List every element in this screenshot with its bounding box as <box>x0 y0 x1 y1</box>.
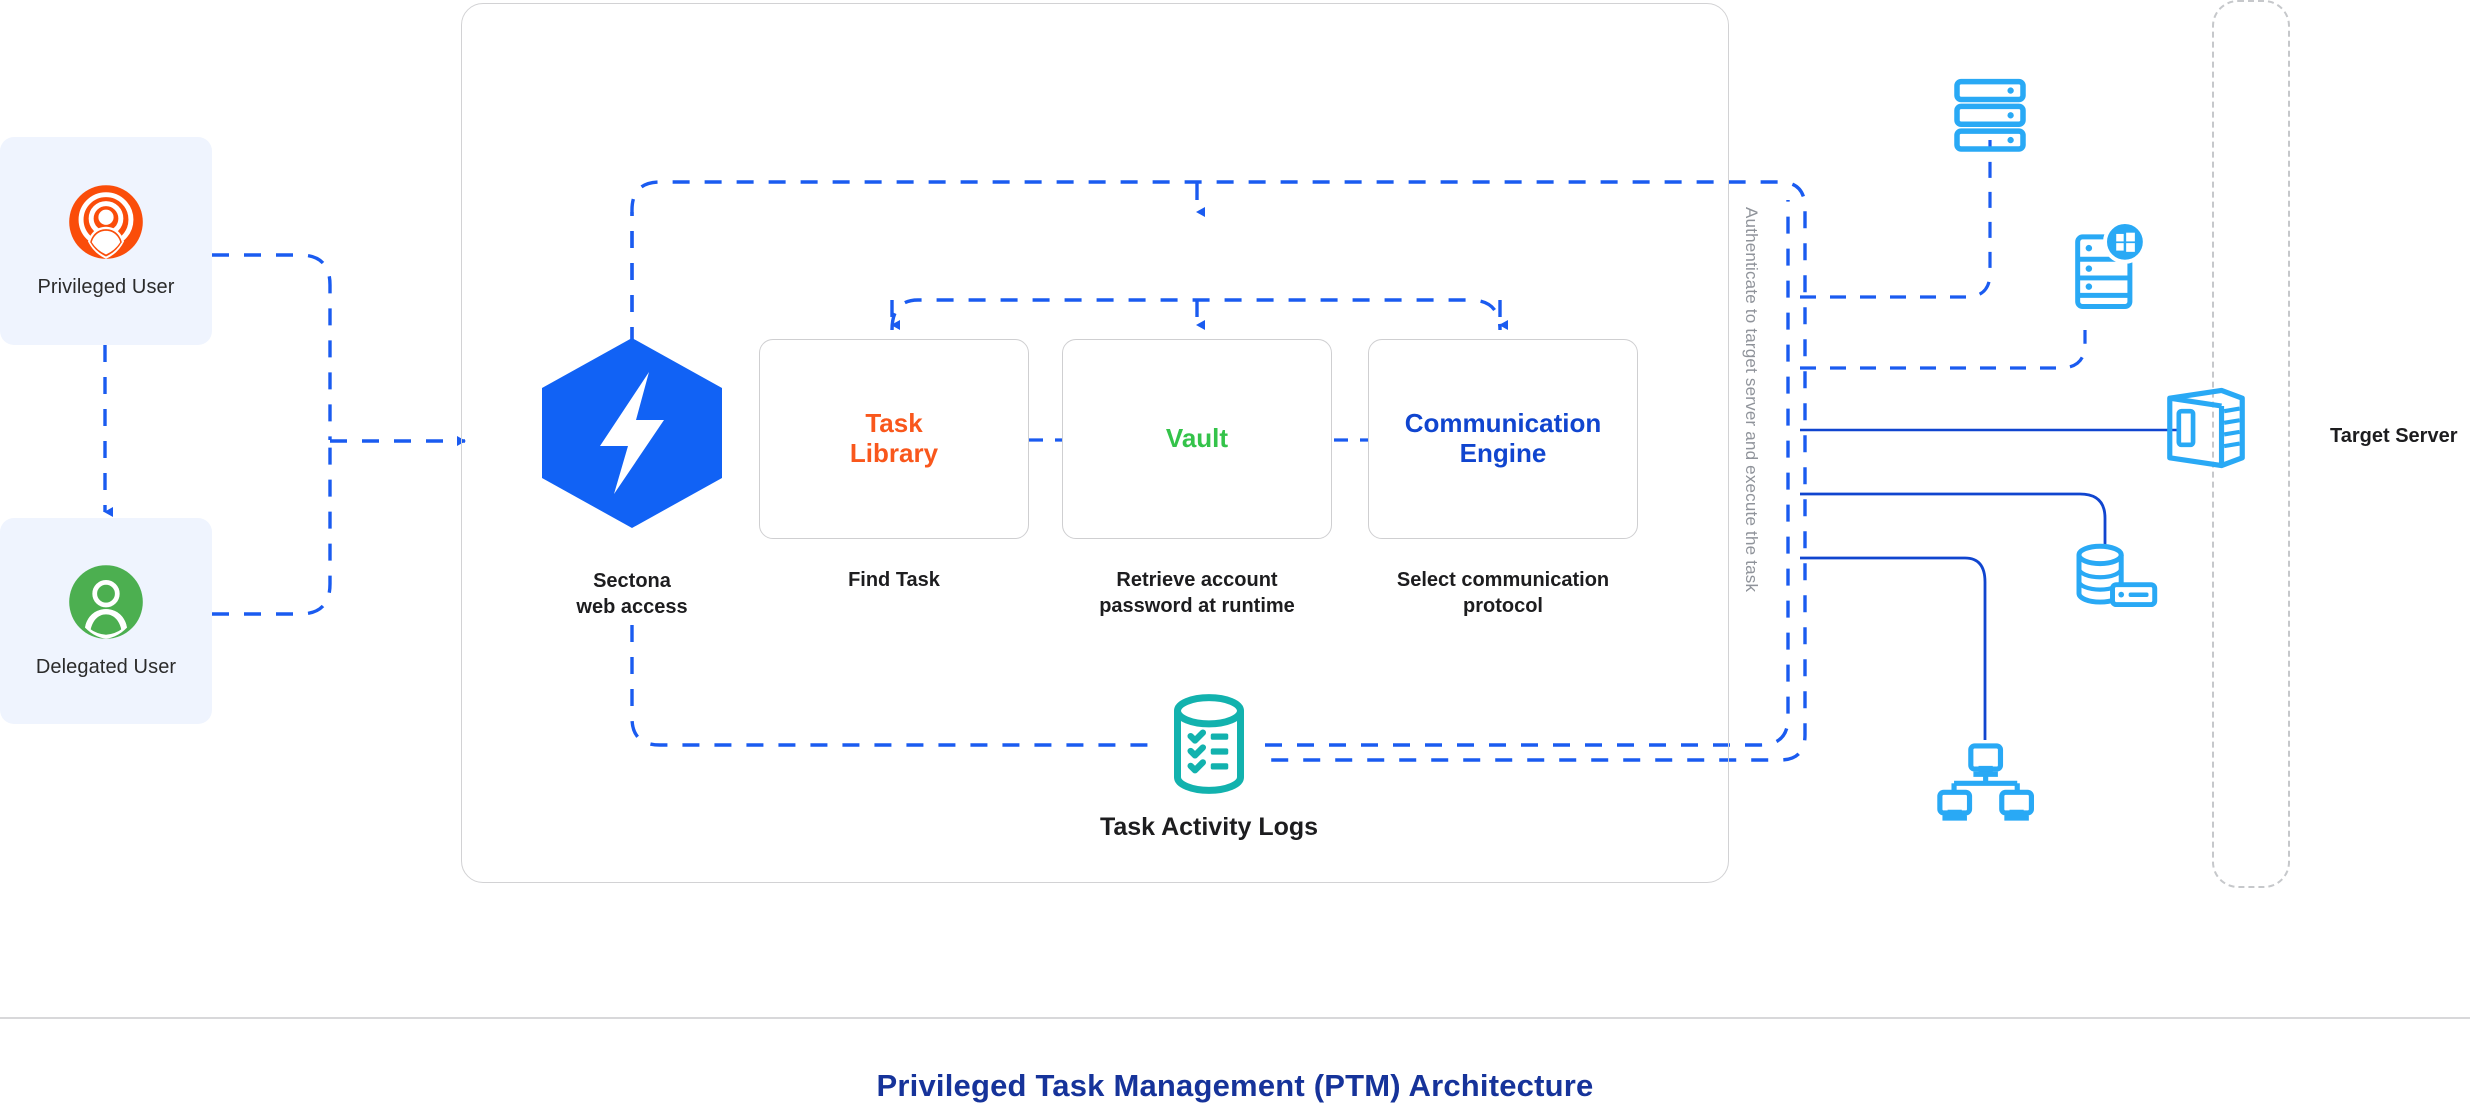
comm-engine-title-line2: Engine <box>1459 438 1547 468</box>
comm-engine-title-line1: Communication <box>1404 408 1602 439</box>
communication-engine-caption: Select communication protocol <box>1343 568 1663 619</box>
task-library-title: Task Library <box>849 408 939 469</box>
footer-divider <box>0 1017 2470 1019</box>
task-library-title-line2: Library <box>849 438 939 468</box>
task-library-box[interactable]: Task Library <box>759 339 1029 539</box>
database-server-icon[interactable] <box>2070 540 2160 612</box>
sectona-caption-line1: Sectona <box>593 570 671 592</box>
database-checklist-icon <box>1174 694 1244 794</box>
privileged-user-icon <box>69 184 143 259</box>
connector-to-database-server <box>1800 492 2107 545</box>
vault-caption-line2: password at runtime <box>1099 594 1295 617</box>
delegated-user-card[interactable]: Delegated User <box>0 518 212 724</box>
communication-engine-box[interactable]: Communication Engine <box>1368 339 1638 539</box>
sectona-hub-caption: Sectona web access <box>502 568 762 620</box>
network-devices-icon[interactable] <box>1936 742 2034 822</box>
comm-engine-caption-line1: Select communication <box>1396 569 1610 591</box>
page-title: Privileged Task Management (PTM) Archite… <box>876 1068 1594 1103</box>
connector-to-windows-server <box>1800 330 2087 370</box>
privileged-user-label: Privileged User <box>37 275 175 298</box>
sectona-hub[interactable] <box>542 338 722 528</box>
connector-delegated-to-bus <box>212 440 332 616</box>
task-activity-logs-node[interactable] <box>1153 688 1265 800</box>
connector-privileged-to-bus <box>212 253 332 440</box>
target-server-boundary <box>2212 0 2290 888</box>
sectona-caption-line2: web access <box>576 596 688 618</box>
connector-to-server-rack <box>1800 140 1992 299</box>
vault-box[interactable]: Vault <box>1062 339 1332 539</box>
delegated-user-label: Delegated User <box>35 655 177 678</box>
target-server-label: Target Server <box>2330 425 2458 447</box>
delegated-user-icon <box>69 564 143 639</box>
windows-server-icon[interactable] <box>2070 222 2150 314</box>
vault-title: Vault <box>1165 423 1229 454</box>
tower-server-icon[interactable] <box>2162 380 2250 476</box>
task-library-title-line1: Task <box>865 408 923 439</box>
comm-engine-caption-line2: protocol <box>1463 594 1543 617</box>
sectona-hex-logo <box>542 338 722 528</box>
connector-to-network-devices <box>1800 556 1987 740</box>
task-activity-logs-label: Task Activity Logs <box>1099 813 1319 841</box>
vault-caption-line1: Retrieve account <box>1116 569 1278 591</box>
privileged-user-card[interactable]: Privileged User <box>0 137 212 345</box>
ptm-platform-container <box>461 3 1729 883</box>
task-library-caption: Find Task <box>734 568 1054 594</box>
authenticate-to-target-label: Authenticate to target server and execut… <box>1742 207 1761 593</box>
vault-caption: Retrieve account password at runtime <box>1037 568 1357 619</box>
task-library-caption-line1: Find Task <box>848 569 940 591</box>
vault-title-line1: Vault <box>1165 423 1229 454</box>
server-rack-icon[interactable] <box>1946 72 2034 160</box>
communication-engine-title: Communication Engine <box>1404 408 1602 469</box>
